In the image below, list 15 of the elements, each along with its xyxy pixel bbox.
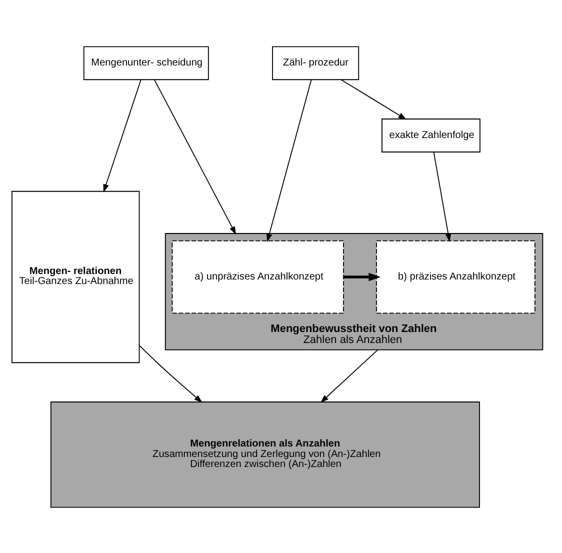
arrow	[266, 78, 312, 242]
arrow	[340, 78, 407, 120]
arrow	[344, 272, 381, 281]
node-box: a) unpräzises Anzahlkonzept	[172, 240, 344, 314]
arrow	[103, 78, 142, 192]
arrow	[139, 344, 202, 402]
arrow	[154, 78, 236, 234]
node-box: Mengenrelationen als Anzahlen Zusammensetzung und Zerlegung von (An-)Zahlen Differenzen zwischen (An-)Zahlen	[50, 401, 480, 508]
arrow	[433, 151, 452, 242]
node-box: Mengenunter- scheidung	[83, 46, 209, 80]
arrow	[320, 348, 378, 402]
node-box: Mengen- relationen Teil-Ganzes Zu-Abnahme	[12, 190, 140, 363]
node-box: Zähl- prozedur	[272, 46, 360, 80]
node-box: b) präzises Anzahlkonzept	[376, 240, 536, 314]
node-box: exakte Zahlenfolge	[382, 118, 480, 152]
